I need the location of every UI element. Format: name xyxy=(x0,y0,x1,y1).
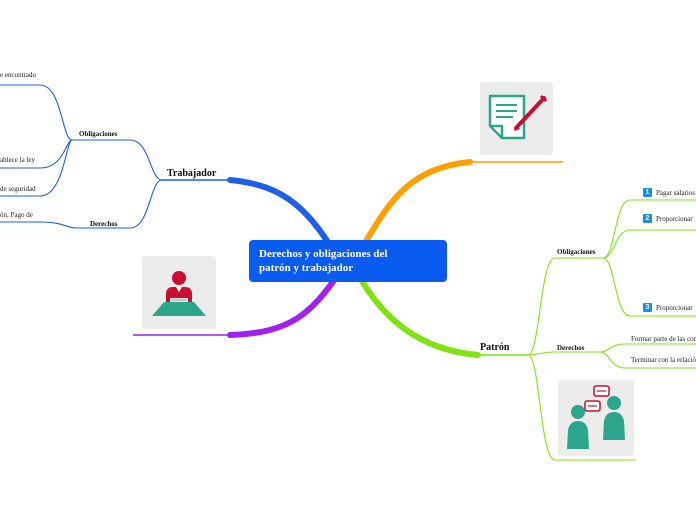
trabajador-obligacion-1[interactable]: e encontrado xyxy=(0,71,36,79)
people-conversation-icon xyxy=(567,385,625,449)
central-title-line2: patrón y trabajador xyxy=(259,262,354,274)
patron-obligacion-1[interactable]: Pagar salarios xyxy=(656,189,696,197)
image-document-pen[interactable] xyxy=(480,82,553,155)
patron-obligacion-3[interactable]: Proporcionar xyxy=(656,304,693,312)
trabajador-obligacion-3[interactable]: de seguridad xyxy=(0,185,36,193)
document-pen-icon xyxy=(488,94,548,140)
topic-patron-obligaciones[interactable]: Obligaciones xyxy=(557,248,596,256)
patron-obligacion-2[interactable]: Proporcionar xyxy=(656,215,693,223)
branch-orange-line xyxy=(359,159,473,251)
number-badge-3: 3 xyxy=(643,303,652,312)
topic-trabajador-derechos[interactable]: Derechos xyxy=(90,220,118,228)
trabajador-derecho-1[interactable]: ón, Pago de xyxy=(0,211,33,219)
central-title-line1: Derechos y obligaciones del xyxy=(259,248,388,260)
topic-patron[interactable]: Patrón xyxy=(480,342,510,353)
number-badge-1: 1 xyxy=(643,188,652,197)
branch-patron-line xyxy=(357,275,481,358)
trabajador-obligacion-2[interactable]: ablece la ley xyxy=(0,156,35,164)
number-badge-2: 2 xyxy=(643,214,652,223)
topic-patron-derechos[interactable]: Derechos xyxy=(557,344,585,352)
image-people-conversation[interactable] xyxy=(558,380,634,456)
businessman-at-desk-icon xyxy=(152,271,206,316)
topic-trabajador[interactable]: Trabajador xyxy=(167,168,217,179)
image-businessman-desk[interactable] xyxy=(142,256,216,329)
patron-derecho-2[interactable]: Terminar con la relació xyxy=(631,356,696,364)
branch-purple-line xyxy=(227,269,343,338)
central-topic[interactable]: Derechos y obligaciones del patrón y tra… xyxy=(249,240,447,282)
patron-derecho-1[interactable]: Formar parte de las com xyxy=(631,335,696,343)
topic-trabajador-obligaciones[interactable]: Obligaciones xyxy=(79,130,118,138)
